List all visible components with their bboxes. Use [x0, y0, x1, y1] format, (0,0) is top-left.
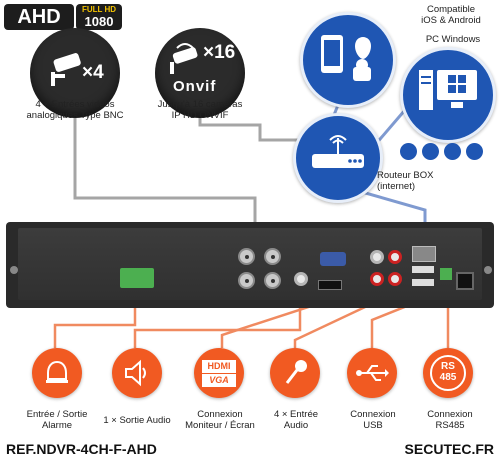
brand-name: SECUTEC.FR [404, 441, 494, 457]
ip-camera-feature: ×16 Onvif [155, 28, 245, 118]
usb-port-1 [412, 266, 434, 273]
rs485-caption-line2: RS485 [435, 420, 465, 431]
alarm-feature [32, 348, 82, 398]
bnc-connector-4 [264, 272, 281, 289]
audio-in-caption: 4 × Entrée Audio [258, 409, 334, 431]
fullhd-label: FULL HD 1080 [76, 4, 122, 30]
vga-port [320, 252, 346, 266]
rs485-badge-bottom: 485 [439, 372, 457, 383]
alarm-terminal-block [120, 268, 154, 288]
audio-in-rca-3 [370, 272, 384, 286]
chassis-screw-right [484, 266, 492, 274]
router-caption-line1: Routeur BOX [377, 170, 434, 181]
monitor-caption-line2: Moniteur / Écran [185, 420, 255, 431]
router-caption-line2: (internet) [377, 181, 416, 192]
usb-icon [356, 365, 389, 381]
rs485-caption-line1: Connexion [427, 409, 473, 420]
bnc-connector-3 [238, 272, 255, 289]
ip-caption-line1: Jusqu'à 16 caméras [157, 99, 243, 110]
chrome-icon [466, 143, 483, 160]
mobile-icons [321, 35, 371, 81]
analog-camera-count: ×4 [82, 62, 104, 83]
firefox-icon [400, 143, 417, 160]
router-feature [293, 113, 383, 203]
speaker-icon [125, 359, 146, 387]
bell-icon [46, 360, 68, 383]
compat-line2: iOS & Android [421, 15, 481, 26]
android-icon [353, 67, 371, 81]
audio-in-caption-line1: 4 × Entrée [273, 409, 319, 420]
analog-cable-line [73, 112, 257, 240]
audio-in-feature [270, 348, 320, 398]
internet-explorer-icon [422, 143, 439, 160]
monitor-caption-line1: Connexion [197, 409, 243, 420]
desktop-pc-icon [419, 70, 477, 110]
chassis-screw-left [10, 266, 18, 274]
mobile-feature [300, 12, 396, 108]
ip-camera-caption: Jusqu'à 16 caméras IP HD ONVIF [143, 99, 257, 121]
bnc-connector-1 [238, 248, 255, 265]
audio-out-caption: 1 × Sortie Audio [97, 415, 177, 426]
analog-caption-line1: 4 × Entrées vidéos [35, 99, 115, 110]
audio-out-rca [294, 272, 308, 286]
ahd-fullhd-badge: AHD FULL HD 1080 [2, 2, 122, 32]
analog-camera-feature: ×4 [30, 28, 120, 118]
analog-caption-line2: analogiques Type BNC [26, 110, 124, 121]
microphone-icon [285, 360, 307, 384]
audio-out-feature [112, 348, 162, 398]
hdmi-icon: HDMI [202, 360, 236, 373]
vga-icon: VGA [202, 374, 236, 387]
pc-feature [400, 47, 496, 143]
alarm-caption-line1: Entrée / Sortie [26, 409, 88, 420]
usb-port-2 [412, 279, 434, 286]
router-pc-line [373, 109, 407, 146]
router-caption: Routeur BOX (internet) [377, 170, 467, 192]
audio-in-rca-1 [370, 250, 384, 264]
onvif-logo: Onvif [173, 78, 217, 95]
monitor-feature: HDMI VGA [194, 348, 244, 398]
windows-logo-icon [448, 75, 456, 83]
ip-camera-icon [170, 43, 198, 74]
fullhd-bottom: 1080 [84, 14, 114, 29]
compat-line1: Compatible [426, 4, 476, 15]
ahd-label: AHD [4, 4, 74, 30]
bnc-connector-2 [264, 248, 281, 265]
usb-caption-line1: Connexion [350, 409, 396, 420]
usb-caption-line2: USB [363, 420, 383, 431]
audio-out-caption-line1: 1 × Sortie Audio [103, 415, 171, 426]
usb-caption: Connexion USB [335, 409, 411, 431]
cctv-camera-icon [51, 53, 81, 86]
rs485-badge-top: RS [441, 361, 455, 372]
pc-caption: PC Windows [425, 34, 481, 45]
power-jack [456, 272, 474, 290]
rs485-feature: RS 485 [423, 348, 473, 398]
audio-in-caption-line2: Audio [283, 420, 309, 431]
usb-feature [347, 348, 397, 398]
opera-icon [444, 143, 461, 160]
rs485-caption: Connexion RS485 [412, 409, 488, 431]
analog-camera-caption: 4 × Entrées vidéos analogiques Type BNC [20, 99, 130, 121]
ip-camera-count: ×16 [203, 42, 236, 63]
audio-in-rca-2 [388, 250, 402, 264]
apple-icon [355, 37, 371, 59]
product-reference: REF.NDVR-4CH-F-AHD [6, 441, 157, 457]
fullhd-top: FULL HD [81, 5, 117, 14]
ip-caption-line2: IP HD ONVIF [171, 110, 229, 121]
lan-port [412, 246, 436, 262]
monitor-caption: Connexion Moniteur / Écran [180, 409, 260, 431]
hdmi-port [318, 280, 342, 290]
ip-cable-line [198, 112, 300, 142]
compat-caption: Compatible iOS & Android [405, 4, 497, 26]
audio-in-rca-4 [388, 272, 402, 286]
rs485-icon [430, 355, 466, 391]
router-icon [312, 135, 364, 168]
browser-icons [400, 143, 496, 163]
alarm-caption-line2: Alarme [41, 420, 73, 431]
alarm-caption: Entrée / Sortie Alarme [14, 409, 100, 431]
rs485-terminal [440, 268, 452, 280]
